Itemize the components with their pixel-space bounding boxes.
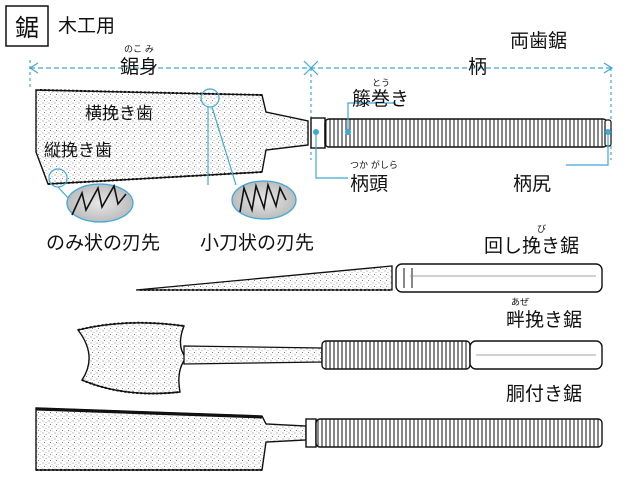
collar-ruby: つか がしら bbox=[350, 159, 398, 171]
chisel-tooth-detail bbox=[66, 183, 134, 223]
title-block: 鋸 木工用 bbox=[5, 5, 115, 47]
mawashibiki-blade bbox=[135, 265, 393, 291]
chisel-tooth-profile bbox=[71, 183, 127, 216]
blade-label: 鋸身 bbox=[120, 56, 158, 78]
rip-teeth-label: 縦挽き歯 bbox=[44, 141, 112, 161]
azebiki-ruby: あぜ bbox=[511, 297, 529, 308]
ryoba-saw bbox=[35, 89, 612, 185]
wrap-leader bbox=[347, 102, 396, 132]
ryoba-top-teeth bbox=[39, 89, 263, 96]
chisel-tooth-label: のみ状の刃先 bbox=[46, 232, 160, 254]
crosscut-teeth-label: 横挽き歯 bbox=[85, 104, 153, 124]
mawashibiki-saw-label: 回し挽き鋸 bbox=[484, 235, 579, 257]
dimension-arrow-right bbox=[603, 62, 614, 74]
knife-tooth-label: 小刀状の刃先 bbox=[200, 232, 314, 254]
title-box bbox=[5, 5, 49, 47]
azebiki-bottom-teeth bbox=[81, 379, 181, 395]
mawashibiki-handle bbox=[395, 263, 603, 293]
butt-label: 柄尻 bbox=[513, 173, 551, 195]
dotsuki-saw bbox=[35, 407, 603, 471]
knife-tooth-profile bbox=[239, 181, 287, 214]
knife-tooth-detail bbox=[231, 180, 297, 220]
crosscut-detail-leader bbox=[211, 106, 237, 186]
mawashibiki-ruby: び bbox=[537, 224, 546, 235]
dotsuki-saw-label: 胴付き鋸 bbox=[506, 383, 582, 405]
dotsuki-collar bbox=[305, 418, 317, 448]
azebiki-neck bbox=[183, 345, 323, 365]
ryoba-handle-wrap bbox=[324, 118, 608, 148]
blade-ruby: のこ み bbox=[124, 44, 154, 55]
dotsuki-handle-wrap bbox=[315, 418, 603, 448]
leader-lines bbox=[48, 88, 609, 201]
crosscut-detail-callout bbox=[200, 88, 220, 108]
title-text: 木工用 bbox=[58, 15, 115, 37]
chisel-tooth-ellipse bbox=[66, 183, 134, 223]
mawashibiki-saw bbox=[135, 263, 603, 293]
azebiki-saw-label: 畔挽き鋸 bbox=[506, 309, 582, 331]
wrap-label: 籐巻き bbox=[352, 88, 409, 110]
dotsuki-blade bbox=[35, 407, 307, 471]
collar-label: 柄頭 bbox=[350, 173, 388, 195]
title-kanji: 鋸 bbox=[15, 14, 39, 42]
ryoba-saw-label: 両歯鋸 bbox=[510, 30, 567, 52]
handle-label: 柄 bbox=[468, 56, 487, 78]
azebiki-saw bbox=[76, 321, 603, 395]
ryoba-blade bbox=[35, 89, 309, 185]
azebiki-blade bbox=[76, 322, 187, 395]
azebiki-handle-wrap bbox=[321, 340, 471, 370]
dotsuki-back-spine bbox=[35, 407, 263, 419]
wrap-ruby: とう bbox=[372, 78, 390, 89]
butt-leader bbox=[566, 132, 609, 166]
collar-leader bbox=[315, 132, 348, 179]
dimension-line bbox=[28, 60, 614, 160]
